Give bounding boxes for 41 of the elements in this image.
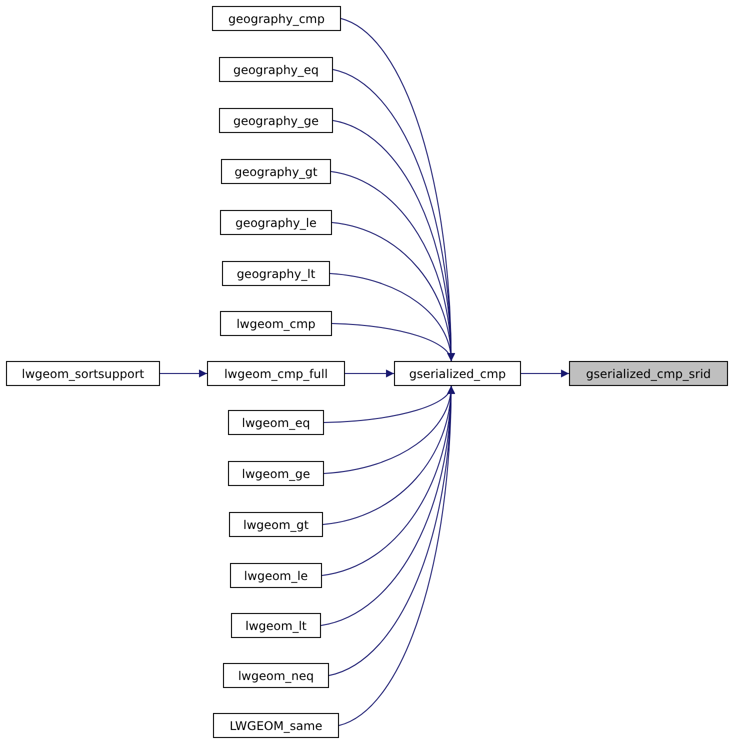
- function-name: lwgeom_gt: [242, 518, 310, 532]
- function-box: [221, 159, 331, 184]
- function-box: [212, 6, 341, 31]
- function-box: [6, 361, 160, 386]
- function-name: geography_le: [234, 216, 318, 230]
- function-name: lwgeom_lt: [244, 618, 308, 632]
- function-name: gserialized_cmp_srid: [585, 366, 712, 380]
- arrow: [332, 323, 454, 362]
- function-box: [229, 512, 323, 537]
- function-box: [569, 361, 728, 386]
- function-name: lwgeom_cmp: [235, 316, 317, 330]
- function-box: [223, 663, 329, 688]
- function-box: [228, 410, 324, 435]
- function-name: gserialized_cmp: [408, 366, 507, 380]
- function-box: [220, 311, 332, 336]
- function-name: geography_gt: [234, 164, 318, 178]
- arrow: [160, 370, 208, 378]
- function-box: [394, 361, 521, 386]
- arrow: [520, 370, 570, 378]
- function-name: lwgeom_le: [243, 568, 309, 582]
- function-box: [222, 261, 330, 286]
- function-name: geography_cmp: [227, 12, 326, 26]
- function-name: lwgeom_ge: [240, 466, 312, 480]
- function-name: geography_lt: [236, 266, 316, 280]
- function-name: lwgeom_neq: [237, 668, 315, 682]
- function-name: LWGEOM_same: [228, 718, 324, 732]
- function-box: [231, 613, 321, 638]
- function-name: lwgeom_eq: [240, 416, 312, 430]
- function-box: [228, 461, 324, 486]
- function-name: geography_ge: [232, 114, 320, 128]
- function-box: [213, 713, 339, 738]
- function-name: lwgeom_sortsupport: [20, 366, 146, 380]
- arrow: [338, 386, 455, 726]
- arrow: [344, 370, 394, 378]
- function-box: [220, 210, 332, 235]
- function-box: [219, 108, 333, 133]
- function-name: geography_eq: [232, 62, 320, 76]
- function-box: [207, 361, 345, 386]
- function-box: [219, 57, 333, 82]
- function-name: lwgeom_cmp_full: [223, 366, 329, 380]
- function-box: [230, 563, 322, 588]
